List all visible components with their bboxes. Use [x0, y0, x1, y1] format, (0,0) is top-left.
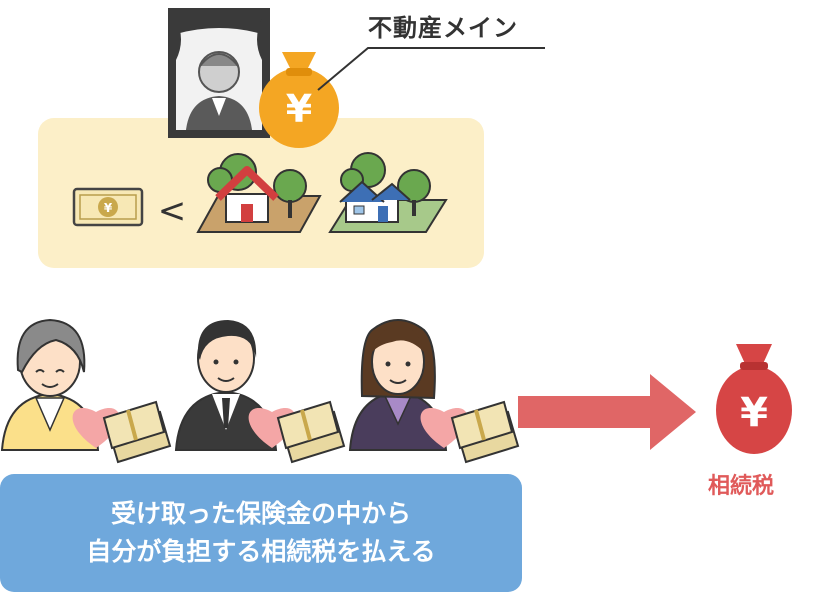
svg-text:¥: ¥	[104, 201, 113, 215]
cash-stack-icon	[102, 400, 172, 464]
person-young-woman	[348, 319, 448, 451]
tax-money-bag-icon: ¥	[716, 344, 792, 454]
person-man-in-suit	[174, 320, 278, 451]
less-than-operator: <	[158, 191, 187, 231]
red-roof-house-icon	[196, 153, 322, 233]
yen-symbol: ¥	[286, 87, 312, 131]
blue-roof-house-icon	[328, 152, 448, 233]
label-leader-line	[317, 47, 545, 91]
main-asset-label: 不動産メイン	[368, 14, 518, 42]
svg-text:¥: ¥	[740, 390, 768, 436]
memorial-portrait	[168, 8, 270, 138]
person-elderly-woman	[0, 318, 100, 451]
inheritance-tax-label: 相続税	[708, 474, 775, 499]
yen-banknote-icon: ¥	[72, 187, 144, 227]
caption-line-2: 自分が負担する相続税を払える	[86, 537, 436, 566]
caption-line-1: 受け取った保険金の中から	[110, 499, 411, 528]
cash-stack-icon	[276, 400, 346, 464]
caption-box: 受け取った保険金の中から 自分が負担する相続税を払える	[0, 474, 522, 592]
yen-money-bag-icon: ¥	[259, 52, 339, 148]
right-arrow-icon	[518, 374, 696, 450]
cash-stack-icon	[450, 400, 520, 464]
